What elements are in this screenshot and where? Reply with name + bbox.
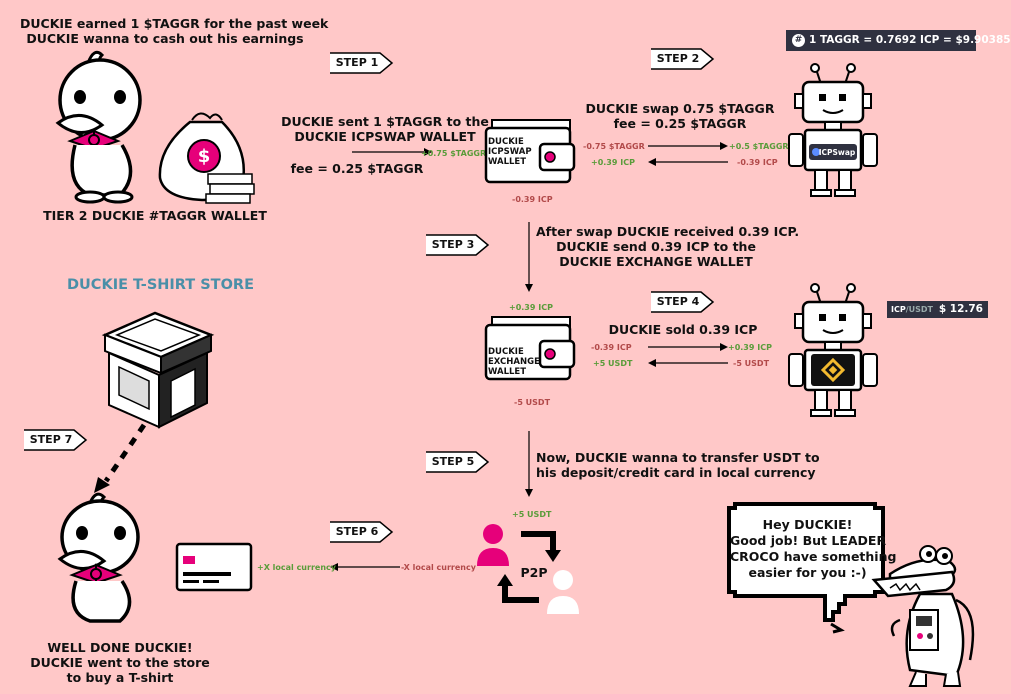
icpswap-robot-out: -0.39 ICP — [737, 158, 778, 167]
p2p-illustration — [477, 524, 579, 614]
dashed-arrow-to-store — [94, 423, 147, 493]
step-4-text: DUCKIE sold 0.39 ICP — [608, 322, 758, 337]
icpswap-robot-in: +0.5 $TAGGR — [729, 142, 789, 151]
card-in: +X local currency — [257, 563, 336, 572]
step-4-icp-out: -0.39 ICP — [591, 343, 632, 352]
exchange-wallet-icon — [484, 316, 576, 381]
taggr-price-ticker: #1 TAGGR = 0.7692 ICP = $9.90385 — [786, 30, 1011, 51]
exchange-robot-out: -5 USDT — [733, 359, 770, 368]
step-3-text: After swap DUCKIE received 0.39 ICP. DUC… — [536, 224, 800, 269]
exchange-robot-in: +0.39 ICP — [728, 343, 772, 352]
swap-arrows — [648, 142, 728, 166]
icp-usdt-ticker: ICP/USDT$ 12.76 — [887, 301, 988, 318]
sell-arrows — [648, 343, 728, 367]
step-4-usdt-in: +5 USDT — [593, 359, 633, 368]
icpswap-badge-text: ICPSwap — [819, 148, 856, 157]
icpswap-wallet-icon — [484, 119, 576, 184]
arrow-to-card — [330, 563, 400, 571]
intro-text: DUCKIE earned 1 $TAGGR for the past week… — [20, 16, 329, 46]
step-1-fee: fee = 0.25 $TAGGR — [290, 161, 424, 176]
arrow-to-exchange-wallet — [525, 222, 533, 292]
exchange-wallet-label: DUCKIE EXCHANGE WALLET — [488, 347, 540, 377]
p2p-out: -X local currency — [401, 563, 476, 572]
p2p-in: +5 USDT — [512, 510, 552, 519]
p2p-label: P2P — [520, 565, 548, 580]
icpswap-robot-illustration: ICPSwap — [788, 63, 878, 197]
intro-line-2: DUCKIE wanna to cash out his earnings — [26, 31, 304, 46]
exchange-robot-illustration — [788, 283, 878, 417]
step-5-text: Now, DUCKIE wanna to transfer USDT to hi… — [536, 450, 820, 480]
svg-text:$: $ — [198, 146, 211, 167]
step-2-taggr-out: -0.75 $TAGGR — [583, 142, 645, 151]
speech-bubble — [727, 502, 885, 634]
step-2-icp-in: +0.39 ICP — [591, 158, 635, 167]
duckie-top-illustration — [55, 50, 142, 204]
arrow-to-icpswap-wallet — [352, 148, 432, 156]
icpswap-wallet-label: DUCKIE ICPSWAP WALLET — [488, 137, 532, 167]
icpswap-wallet-out: -0.39 ICP — [512, 195, 553, 204]
icpswap-wallet-in: +0.75 $TAGGR — [421, 149, 487, 158]
store-illustration — [101, 311, 215, 429]
store-title: DUCKIE T-SHIRT STORE — [67, 277, 254, 293]
exchange-wallet-in: +0.39 ICP — [509, 303, 553, 312]
bubble-text: Hey DUCKIE! Good job! But LEADER CROCO h… — [730, 517, 897, 580]
taggr-icon: # — [792, 33, 805, 47]
intro-line-1: DUCKIE earned 1 $TAGGR for the past week — [20, 16, 329, 31]
exchange-wallet-out: -5 USDT — [514, 398, 551, 407]
money-bag-illustration: $ — [158, 112, 255, 204]
duckie-bottom-illustration — [57, 492, 140, 623]
step-2-text: DUCKIE swap 0.75 $TAGGR fee = 0.25 $TAGG… — [585, 101, 775, 131]
tier-wallet-label: TIER 2 DUCKIE #TAGGR WALLET — [43, 208, 267, 223]
step-1-text: DUCKIE sent 1 $TAGGR to the DUCKIE ICPSW… — [281, 114, 489, 144]
credit-card-icon — [175, 542, 253, 592]
croco-illustration — [871, 545, 975, 687]
arrow-to-p2p — [525, 431, 533, 497]
final-text: WELL DONE DUCKIE! DUCKIE went to the sto… — [30, 640, 210, 685]
